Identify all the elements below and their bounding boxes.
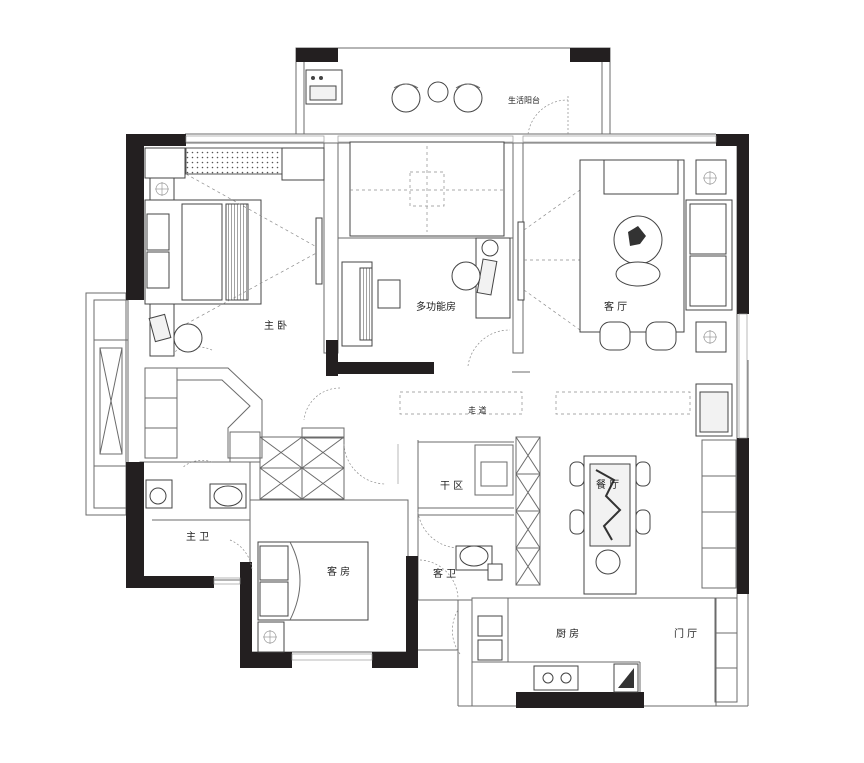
kitchen-fixtures	[477, 615, 639, 693]
dining-furniture	[569, 455, 651, 595]
master-bath-fixtures	[145, 479, 247, 509]
living-room-furniture	[579, 159, 733, 353]
label-dining-room: 餐 厅	[596, 478, 619, 491]
balcony-furniture	[305, 69, 483, 113]
label-guest-room: 客 房	[327, 565, 350, 578]
guest-bath-fixtures	[455, 545, 503, 581]
label-kitchen: 厨 房	[556, 627, 579, 640]
label-living-balcony: 生活阳台	[508, 95, 540, 105]
corridor-markers	[399, 383, 733, 437]
label-guest-bath: 客 卫	[433, 567, 456, 580]
label-multi-function-room: 多功能房	[416, 300, 456, 313]
master-bedroom-furniture	[144, 147, 325, 357]
label-entrance-hall: 门 厅	[674, 627, 697, 640]
multi-room-furniture	[341, 141, 600, 347]
label-master-bedroom: 主 卧	[264, 319, 287, 332]
label-corridor: 走 道	[468, 405, 487, 415]
label-living-room: 客 厅	[604, 300, 627, 313]
door-swings	[167, 96, 569, 655]
room-labels: 生活阳台 主 卧 多功能房 客 厅 走 道 干 区 餐 厅 主 卫 客 房 客 …	[186, 95, 697, 640]
structural-walls	[126, 48, 749, 708]
guest-room-furniture	[257, 541, 369, 653]
label-master-bath: 主 卫	[186, 531, 209, 543]
label-dry-area: 干 区	[440, 480, 463, 492]
